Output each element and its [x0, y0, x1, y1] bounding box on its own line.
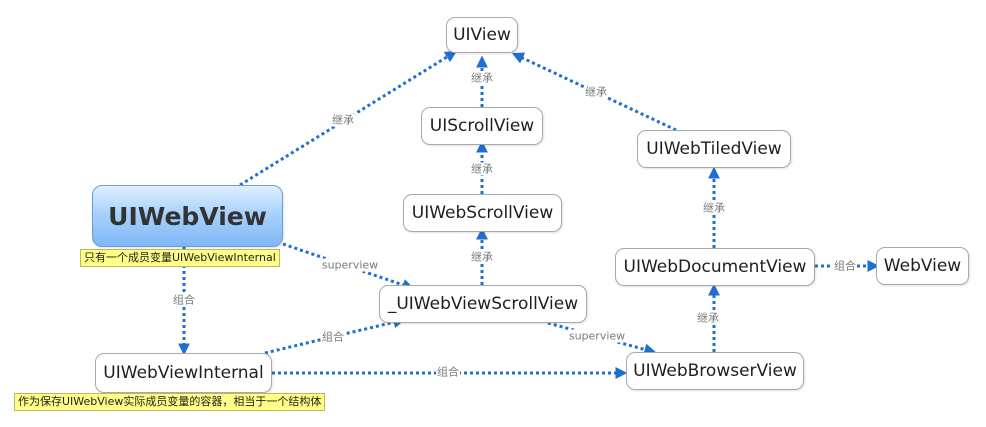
edge-label-uiwebdocumentview-to-uiwebtiledview: 继承	[702, 201, 726, 215]
edge-label-uiwebview-to-uiview: 继承	[331, 113, 355, 127]
edge-label-uiwebscrollview-to-uiscrollview: 继承	[470, 162, 494, 176]
edge-label-uiwebtiledview-to-uiview: 继承	[584, 85, 608, 99]
edge-label-uiwebview-to-uiwebviewscrollview: superview	[320, 258, 380, 272]
edge-label-uiwebviewinternal-to-uiwebviewscrollview: 组合	[321, 330, 345, 344]
node-uiwebviewscrollview[interactable]: _UIWebViewScrollView	[379, 285, 587, 323]
edge-label-uiwebviewscrollview-to-uiwebscrollview: 继承	[470, 250, 494, 264]
node-uiscrollview[interactable]: UIScrollView	[421, 107, 543, 145]
node-uiwebtiledview[interactable]: UIWebTiledView	[637, 130, 791, 168]
uiwebview-note: 只有一个成员变量UIWebViewInternal	[80, 249, 280, 267]
node-uiwebdocumentview[interactable]: UIWebDocumentView	[615, 248, 815, 286]
edge-label-uiwebviewinternal-to-uiwebbrowserview: 组合	[436, 365, 460, 379]
node-uiwebbrowserview[interactable]: UIWebBrowserView	[626, 352, 804, 390]
edge-label-uiwebviewscrollview-to-uiwebbrowserview: superview	[567, 329, 627, 343]
uiwebviewinternal-note: 作为保存UIWebView实际成员变量的容器，相当于一个结构体	[14, 393, 326, 411]
edge-label-uiwebbrowserview-to-uiwebdocumentview: 继承	[696, 311, 720, 325]
node-webview[interactable]: WebView	[876, 247, 969, 285]
node-uiview[interactable]: UIView	[446, 17, 518, 53]
node-uiwebview[interactable]: UIWebView	[92, 185, 283, 247]
edge-label-uiwebdocumentview-to-webview: 组合	[833, 259, 857, 273]
edge-label-uiwebview-to-uiwebviewinternal: 组合	[172, 293, 196, 307]
node-uiwebviewinternal[interactable]: UIWebViewInternal	[95, 353, 272, 393]
edge-label-uiscrollview-to-uiview: 继承	[470, 71, 494, 85]
node-uiwebscrollview[interactable]: UIWebScrollView	[403, 194, 562, 232]
